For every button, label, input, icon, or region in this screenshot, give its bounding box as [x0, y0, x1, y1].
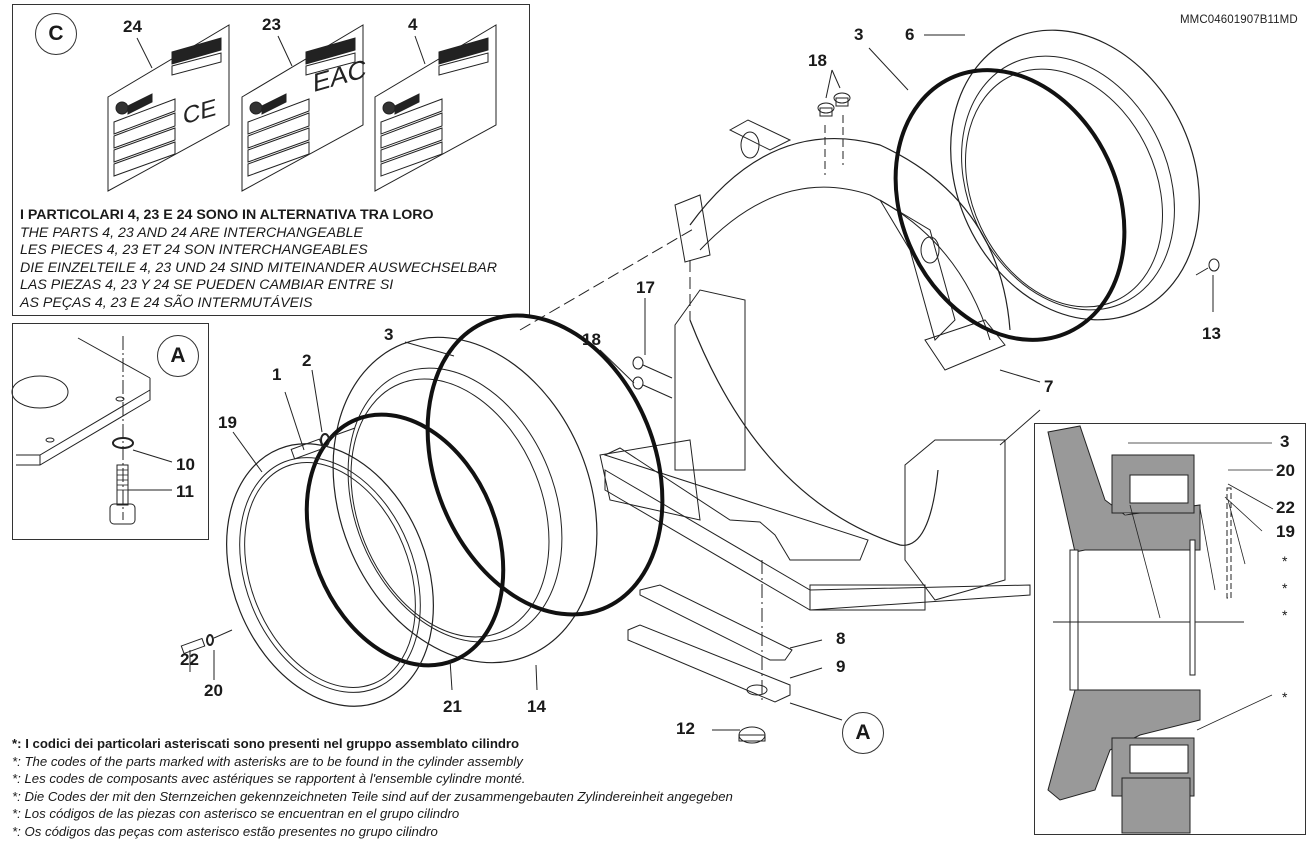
detail-a-badge: A — [157, 335, 199, 377]
plate-ref-23: 23 — [262, 15, 281, 34]
label-21: 21 — [443, 697, 462, 716]
nameplate-4 — [374, 24, 497, 192]
footnote-de: *: Die Codes der mit den Sternzeichen ge… — [12, 788, 733, 804]
document-code: MMC04601907B11MD — [1180, 14, 1298, 26]
section-asterisk-2: * — [1282, 580, 1288, 596]
leader-23 — [277, 35, 293, 67]
label-22: 22 — [180, 650, 199, 669]
note-en: THE PARTS 4, 23 AND 24 ARE INTERCHANGEAB… — [20, 224, 363, 241]
section-asterisk-1: * — [1282, 553, 1288, 569]
footnote-it: *: I codici dei particolari asteriscati … — [12, 736, 520, 751]
label-18-top: 18 — [808, 51, 827, 70]
leader-lines — [189, 34, 1214, 731]
label-7: 7 — [1044, 377, 1054, 396]
section-label-3: 3 — [1280, 432, 1290, 451]
nameplate-23: EAC — [241, 24, 366, 192]
callout-a-badge: A — [842, 712, 884, 754]
section-label-20: 20 — [1276, 461, 1295, 480]
note-de: DIE EINZELTEILE 4, 23 UND 24 SIND MITEIN… — [20, 259, 497, 276]
label-19: 19 — [218, 413, 237, 432]
label-10: 10 — [176, 455, 195, 474]
footnote-en: *: The codes of the parts marked with as… — [12, 753, 523, 769]
footnote-fr: *: Les codes de composants avec astériqu… — [12, 771, 526, 787]
note-pt: AS PEÇAS 4, 23 E 24 SÃO INTERMUTÁVEIS — [20, 294, 313, 311]
plate-ref-24: 24 — [123, 17, 142, 36]
note-it: I PARTICOLARI 4, 23 E 24 SONO IN ALTERNA… — [20, 207, 434, 223]
section-asterisk-4: * — [1282, 689, 1288, 705]
note-es: LAS PIEZAS 4, 23 Y 24 SE PUEDEN CAMBIAR … — [20, 277, 394, 293]
label-20: 20 — [204, 681, 223, 700]
section-asterisk-3: * — [1282, 607, 1288, 623]
label-11: 11 — [176, 482, 194, 501]
section-view-panel — [1034, 423, 1306, 835]
detail-a-drawing — [11, 336, 173, 525]
footnote-pt: *: Os códigos das peças com asterisco es… — [12, 823, 438, 839]
label-12: 12 — [676, 719, 695, 738]
label-9: 9 — [836, 657, 846, 676]
label-1: 1 — [272, 365, 282, 384]
label-13: 13 — [1202, 324, 1221, 343]
plate-ref-4: 4 — [408, 15, 418, 34]
label-17: 17 — [636, 278, 655, 297]
leader-24 — [136, 37, 153, 69]
main-assembly — [180, 29, 1220, 744]
section-view-drawing — [1047, 425, 1244, 834]
nameplate-24: CE — [107, 24, 230, 192]
section-label-22: 22 — [1276, 498, 1295, 517]
section-leaders — [1128, 442, 1274, 731]
section-label-19: 19 — [1276, 522, 1295, 541]
label-18-side: 18 — [582, 330, 601, 349]
leader-4 — [414, 35, 426, 65]
label-6: 6 — [905, 25, 915, 44]
footnote-es: *: Los códigos de las piezas con asteris… — [12, 806, 460, 822]
detail-c-badge: C — [35, 13, 77, 55]
label-8: 8 — [836, 629, 846, 648]
note-fr: LES PIECES 4, 23 ET 24 SON INTERCHANGEAB… — [20, 242, 368, 258]
label-3-top: 3 — [854, 25, 864, 44]
detail-a-panel — [12, 323, 209, 540]
label-3-flange: 3 — [384, 325, 394, 344]
label-2: 2 — [302, 351, 312, 370]
label-14: 14 — [527, 697, 546, 716]
asterisk-footnotes: *: I codici dei particolari asteriscati … — [12, 735, 733, 841]
interchangeable-parts-note: I PARTICOLARI 4, 23 E 24 SONO IN ALTERNA… — [20, 207, 497, 312]
